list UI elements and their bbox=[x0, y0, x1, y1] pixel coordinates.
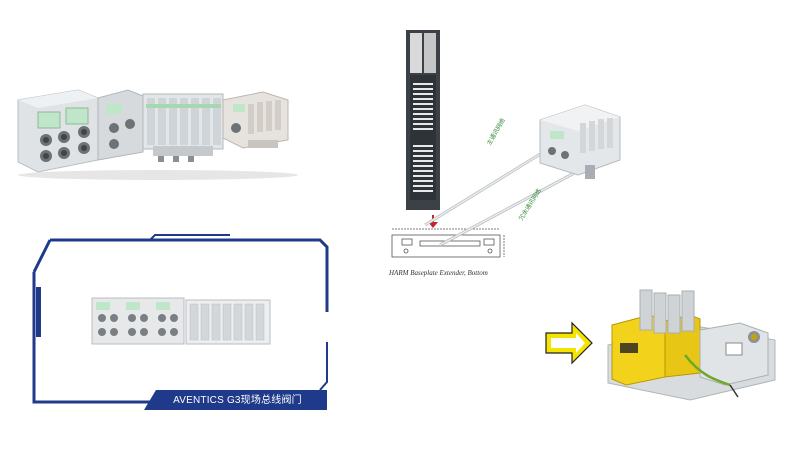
aventics-framed-panel bbox=[32, 234, 329, 410]
baseplate-drawing bbox=[391, 228, 505, 258]
compact-valve-terminal bbox=[222, 91, 289, 149]
fieldbus-module bbox=[17, 89, 99, 173]
yellow-module-photo bbox=[545, 289, 776, 401]
ground-wire bbox=[684, 354, 731, 387]
electronics-module bbox=[699, 322, 769, 386]
aventics-caption: AVENTICS G3现场总线阀门 bbox=[173, 395, 302, 406]
valve-terminal-photo bbox=[17, 89, 298, 180]
remote-valve-terminal bbox=[539, 104, 621, 179]
plc-rack bbox=[406, 30, 440, 210]
fieldbus-wiring-diagram bbox=[391, 30, 621, 258]
io-module bbox=[97, 89, 144, 161]
valve-blocks bbox=[639, 289, 695, 334]
diagram-caption: HARM Baseplate Extender, Bottom bbox=[389, 269, 488, 277]
tech-frame-border bbox=[32, 238, 329, 404]
g3-valve-terminal-image bbox=[91, 297, 271, 345]
yellow-right-arrow-icon bbox=[545, 321, 593, 365]
caption-bar bbox=[144, 390, 327, 410]
valve-stack bbox=[142, 93, 224, 162]
